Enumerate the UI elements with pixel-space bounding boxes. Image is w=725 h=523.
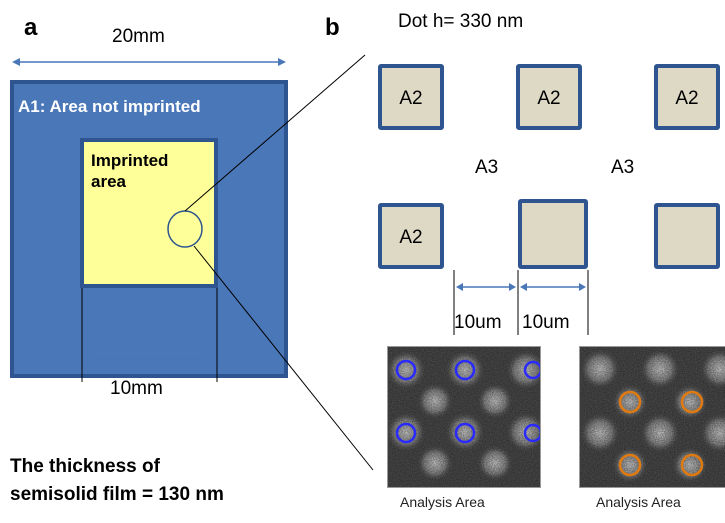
dot-r2c1: A2 <box>378 203 444 269</box>
a3-right-label: A3 <box>611 157 635 178</box>
imprinted-label-line1: Imprinted <box>91 151 169 170</box>
dot-label: A2 <box>399 227 423 248</box>
dot-height-label: Dot h= 330 nm <box>398 11 524 32</box>
dot-r1c2: A2 <box>516 64 582 130</box>
inner-width-label: 10mm <box>110 378 163 399</box>
panel-b-letter: b <box>325 14 340 41</box>
thickness-line2: semisolid film = 130 nm <box>10 484 224 505</box>
dot-label: A2 <box>399 88 423 109</box>
dot-r2c3 <box>654 203 720 269</box>
analysis-area-right-caption: Analysis Area <box>596 494 681 510</box>
imprinted-label-line2: area <box>91 172 126 191</box>
spacing-left-label: 10um <box>454 312 502 333</box>
imprinted-area: Imprinted area <box>80 138 218 288</box>
a3-left-label: A3 <box>475 157 499 178</box>
spacing-right-label: 10um <box>522 312 570 333</box>
thickness-line1: The thickness of <box>10 456 160 477</box>
dot-label: A2 <box>675 88 699 109</box>
dot-r2c2 <box>518 199 588 269</box>
dot-r1c3: A2 <box>654 64 720 130</box>
dot-r1c1: A2 <box>378 64 444 130</box>
micrograph-right <box>579 346 725 488</box>
panel-a-letter: a <box>24 14 38 41</box>
outer-width-arrow <box>12 58 286 66</box>
micrograph-left <box>387 346 541 488</box>
analysis-area-left-caption: Analysis Area <box>400 494 485 510</box>
dot-label: A2 <box>537 88 561 109</box>
outer-width-label: 20mm <box>112 26 165 47</box>
outer-area-label: A1: Area not imprinted <box>18 97 201 116</box>
